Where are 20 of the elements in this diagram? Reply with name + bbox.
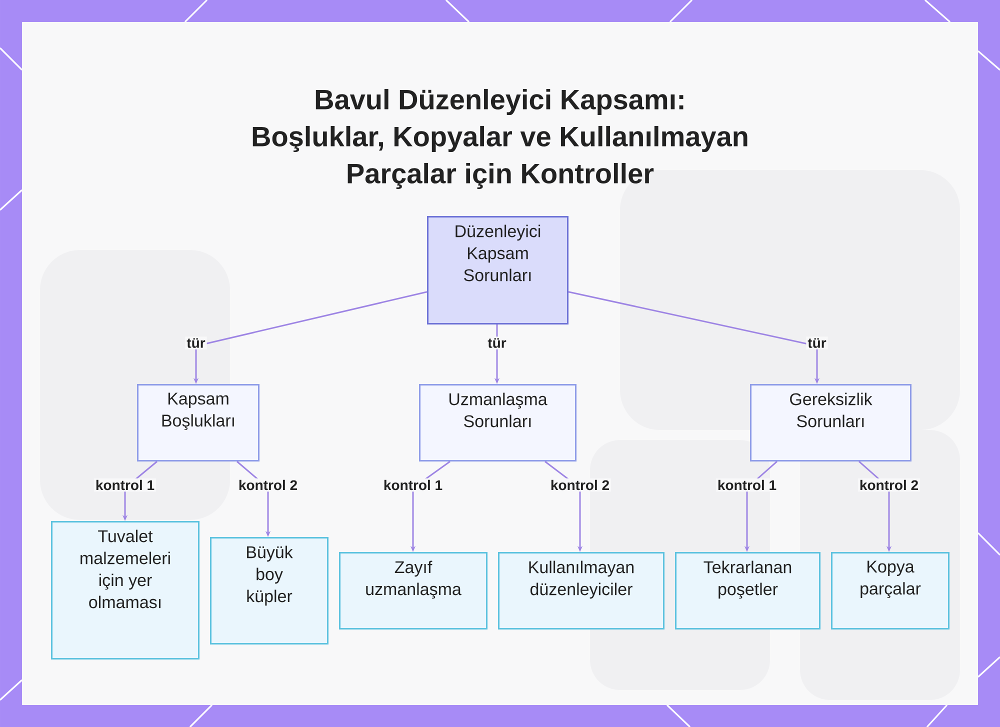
edge-label: tür [185, 336, 207, 350]
item-box: Kopya parçalar [831, 552, 950, 630]
edge-label: kontrol 1 [716, 478, 778, 492]
item-box: Büyük boy küpler [210, 537, 328, 644]
edge-label: kontrol 2 [858, 478, 920, 492]
edge-label: tür [806, 336, 828, 350]
category-box: Kapsam Boşlukları [137, 384, 260, 462]
category-box: Uzmanlaşma Sorunları [419, 384, 576, 462]
edge-label: tür [486, 336, 508, 350]
topic-box: Düzenleyici Kapsam Sorunları [427, 216, 568, 324]
edge-label: kontrol 1 [382, 478, 444, 492]
edge-label: kontrol 1 [94, 478, 156, 492]
item-box: Zayıf uzmanlaşma [339, 552, 488, 630]
item-box: Tuvalet malzemeleri için yer olmaması [51, 521, 200, 660]
item-box: Kullanılmayan düzenleyiciler [498, 552, 664, 630]
edge-label: kontrol 2 [548, 478, 612, 492]
title: Bavul Düzenleyici Kapsamı: Boşluklar, Kopyalar ve Kullanılmayan Parçalar için Kontroller [252, 88, 748, 190]
item-box: Tekrarlanan poşetler [675, 552, 820, 630]
edge-label: kontrol 2 [236, 478, 300, 492]
category-box: Gereksizlik Sorunları [750, 384, 912, 462]
